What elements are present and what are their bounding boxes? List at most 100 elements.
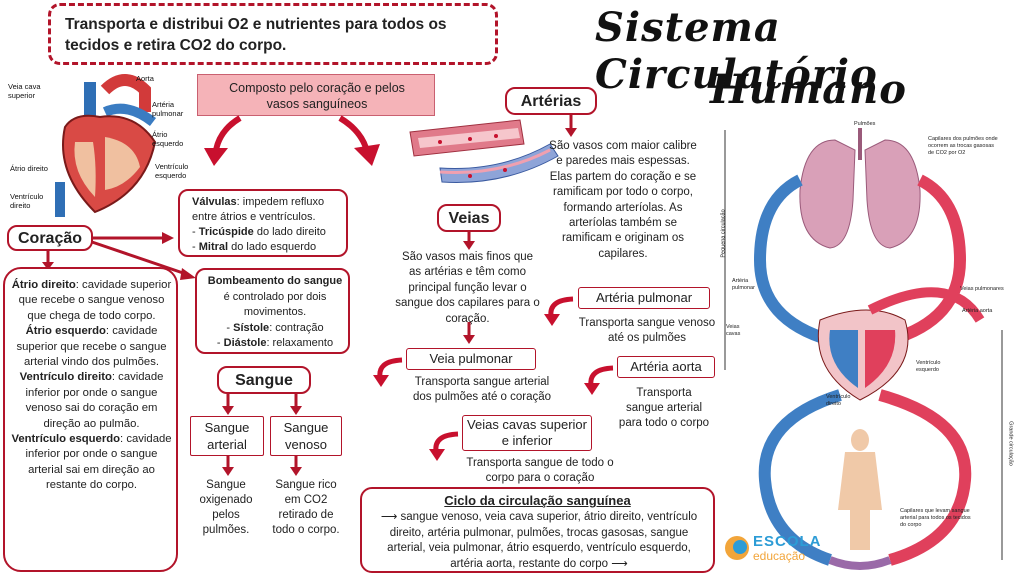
coracao-heading: Coração — [7, 225, 93, 251]
ventriculo-direito-text: : cavidade inferior por onde o sangue ve… — [25, 371, 164, 430]
ventriculo-esquerdo-text: : cavidade inferior por onde o sangue ar… — [25, 433, 172, 492]
veias-cavas-desc: Transporta sangue de todo o corpo para o… — [466, 457, 614, 484]
diagram-capilares-corpo: Capilares que levam sangue arterial para… — [900, 508, 971, 528]
arteria-pulmonar-box: Artéria pulmonar — [578, 287, 710, 309]
diastole-term: Diástole — [223, 337, 267, 349]
atrio-direito-term: Átrio direito — [11, 279, 76, 291]
sangue-arterial-box: Sangue arterial — [190, 416, 264, 456]
valvulas-content: Válvulas: impedem refluxo entre átrios e… — [192, 196, 326, 253]
valvulas-text: : impedem refluxo entre átrios e ventríc… — [192, 196, 325, 223]
sangue-title: Sangue — [235, 372, 293, 389]
heart-label-arteria-pulmonar: Artéria pulmonar — [152, 100, 184, 118]
composed-arrows — [204, 115, 380, 166]
chambers-content: Átrio direito : cavidade superior que rec… — [11, 278, 172, 494]
logo-icon-inner — [733, 540, 747, 554]
arterias-title: Artérias — [520, 93, 582, 110]
ciclo-text-wrap: ⟶ sangue venoso, veia cava superior, átr… — [370, 510, 708, 572]
veias-down-arrow — [463, 322, 475, 344]
diagram-ventriculo-esquerdo: Ventrículo esquerdo — [916, 360, 941, 373]
sangue-venoso-box: Sangue venoso — [270, 416, 342, 456]
veias-cavas-title: Veias cavas superior e inferior — [467, 417, 587, 448]
atrio-esquerdo-text: : cavidade superior que recebe o sangue … — [16, 325, 167, 369]
logo-line1: ESCOLA — [753, 533, 822, 550]
heart-label-atrio-esquerdo: Átrio esquerdo — [152, 130, 184, 148]
sangue-heading: Sangue — [217, 366, 311, 394]
ciclo-text: sangue venoso, veia cava superior, átrio… — [387, 511, 698, 570]
diagram-veias-cavas: Veias cavas — [726, 324, 741, 337]
sistole-term: Sístole — [233, 321, 270, 334]
circulation-diagram — [724, 128, 1003, 570]
heart-label-aorta: Aorta — [136, 74, 154, 83]
veias-heading: Veias — [437, 204, 501, 232]
heart-label-vcs: Veia cava superior — [8, 82, 41, 100]
arteria-pulmonar-curve — [544, 296, 574, 326]
arterias-desc: São vasos com maior calibre e paredes ma… — [549, 140, 697, 260]
atrio-esquerdo-term: Átrio esquerdo — [25, 325, 106, 338]
composed-box: Composto pelo coração e pelos vasos sang… — [197, 74, 435, 116]
arterias-arrow — [565, 115, 577, 137]
bombeamento-box: Bombeamento do sangue é controlado por d… — [195, 268, 350, 354]
intro-text: Transporta e distribui O2 e nutrientes p… — [65, 16, 447, 54]
arteria-aorta-title: Artéria aorta — [630, 359, 702, 374]
diagram-veias-pulmonares: Veias pulmonares — [960, 286, 1004, 292]
sangue-arterial-desc: Sangue oxigenado pelos pulmões. — [199, 479, 253, 536]
diagram-pulmoes: Pulmões — [854, 121, 876, 127]
mitral-text: do lado esquerdo — [228, 241, 317, 253]
ciclo-end-arrow-icon: ⟶ — [611, 557, 628, 570]
chambers-box: Átrio direito : cavidade superior que rec… — [3, 267, 178, 572]
veias-title: Veias — [448, 210, 490, 227]
arterias-heading: Artérias — [505, 87, 597, 115]
ciclo-box: Ciclo da circulação sanguínea ⟶ sangue v… — [360, 487, 715, 573]
page-title-line1: Sistema Circulatório — [595, 4, 878, 98]
heart-label-ventriculo-esquerdo: Ventrículo esquerdo — [155, 162, 189, 180]
heart-label-atrio-direito: Átrio direito — [10, 164, 48, 173]
vessel-illustration — [409, 119, 559, 183]
sangue-venoso-desc: Sangue rico em CO2 retirado de todo o co… — [272, 479, 340, 536]
diagram-capilares-pulmoes: Capilares dos pulmões onde ocorrem as tr… — [928, 136, 998, 156]
coracao-down-arrow — [42, 251, 54, 270]
veias-cavas-curve — [429, 431, 459, 461]
arteria-pulmonar-desc: Transporta sangue venoso até os pulmões — [578, 317, 716, 344]
veias-arrow — [463, 232, 475, 250]
diagram-grande: Grande circulação — [1007, 421, 1014, 466]
veias-desc: São vasos mais finos que as artérias e t… — [395, 251, 540, 325]
heart-label-ventriculo-direito: Ventrículo direito — [10, 192, 44, 210]
sistole-text: : contração — [269, 321, 324, 334]
mitral-term: Mitral — [198, 241, 229, 253]
diastole-text: : relaxamento — [266, 337, 334, 349]
arteria-aorta-curve — [584, 365, 614, 395]
veia-pulmonar-curve — [373, 357, 403, 387]
tricuspide-text: do lado direito — [253, 226, 326, 238]
bombeamento-content: Bombeamento do sangue é controlado por d… — [207, 275, 343, 349]
veias-cavas-box: Veias cavas superior e inferior — [462, 415, 592, 451]
ventriculo-esquerdo-term: Ventrículo esquerdo — [11, 433, 121, 446]
arteria-pulmonar-title: Artéria pulmonar — [595, 290, 693, 305]
tricuspide-term: Tricúspide — [198, 226, 254, 238]
escola-logo: ESCOLA educação — [725, 532, 835, 564]
diagram-arteria-aorta: Artéria aorta — [962, 308, 993, 314]
diagram-pequena: Pequena circulação — [720, 209, 727, 258]
heart-illustration — [55, 74, 157, 217]
diagram-ventriculo-direito: Ventrículo direito — [826, 394, 851, 407]
page-title-line2: Humano — [710, 66, 907, 113]
coracao-title: Coração — [17, 230, 83, 247]
composed-text: Composto pelo coração e pelos vasos sang… — [229, 81, 405, 111]
sangue-arterial-label: Sangue arterial — [204, 420, 250, 452]
ciclo-title: Ciclo da circulação sanguínea — [444, 493, 631, 508]
veia-pulmonar-box: Veia pulmonar — [406, 348, 536, 370]
veia-pulmonar-title: Veia pulmonar — [429, 351, 513, 366]
logo-line2: educação — [753, 549, 806, 563]
veia-pulmonar-desc: Transporta sangue arterial dos pulmões a… — [412, 376, 552, 403]
sangue-venoso-label: Sangue venoso — [283, 420, 329, 452]
intro-box: Transporta e distribui O2 e nutrientes p… — [48, 3, 498, 65]
valvulas-term: Válvulas — [192, 196, 237, 208]
ventriculo-direito-term: Ventrículo direito — [19, 371, 112, 384]
sangue-sub-arrows — [222, 456, 302, 476]
bombeamento-term: Bombeamento do sangue — [207, 275, 343, 287]
arteria-aorta-desc: Transporta sangue arterial para todo o c… — [618, 387, 710, 429]
arteria-aorta-box: Artéria aorta — [617, 356, 715, 378]
ciclo-start-arrow-icon: ⟶ — [380, 511, 398, 523]
valvulas-box: Válvulas: impedem refluxo entre átrios e… — [178, 189, 348, 257]
bombeamento-text: é controlado por dois movimentos. — [223, 290, 327, 319]
sangue-arrows — [222, 393, 302, 415]
